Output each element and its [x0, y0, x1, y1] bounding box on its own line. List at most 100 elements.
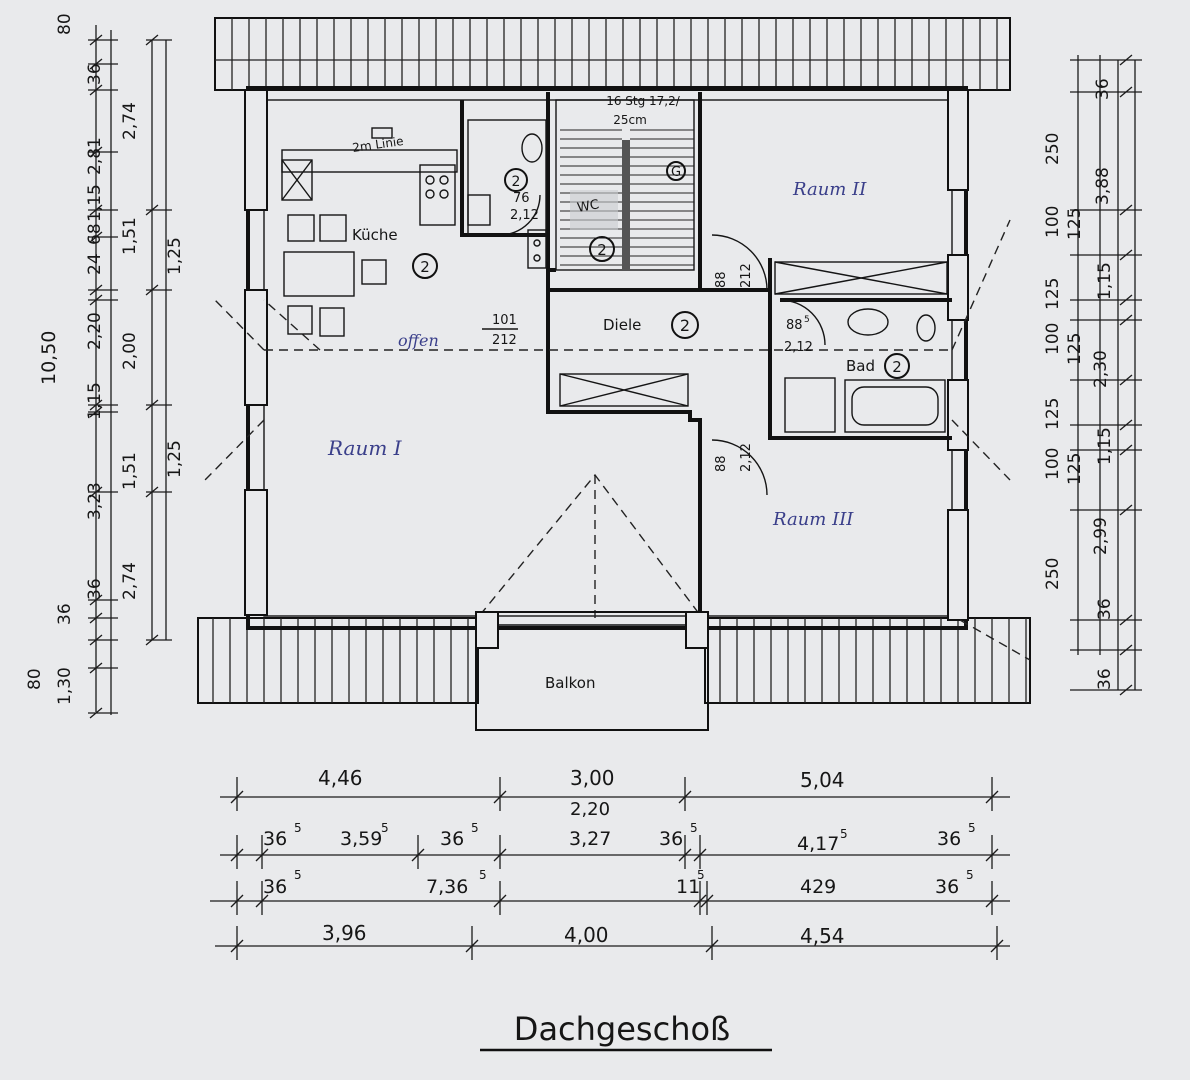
door-labels: 101 212 76 2,12 88 5 2,12 88 212 88 2,12 — [482, 191, 813, 472]
hall-cabinet — [559, 373, 689, 407]
door-raum3-height: 2,12 — [739, 443, 754, 472]
label-kueche: Küche — [352, 226, 398, 244]
dim-right-inner-5: 100 — [1043, 448, 1063, 480]
dim-right-inner-4: 125 — [1043, 398, 1063, 430]
dim-right-inner-0: 250 — [1043, 133, 1063, 165]
dim-b4-1: 4,00 — [564, 923, 609, 947]
dim-b1-sub: 2,20 — [570, 799, 610, 820]
outer-walls — [244, 86, 969, 630]
dim-left-outer-1: 36 — [85, 63, 105, 85]
label-bad: Bad — [846, 357, 875, 375]
dim-right-inner-2: 125 — [1043, 278, 1063, 310]
dim-left-outer-11: 80 — [25, 668, 45, 690]
dim-b2-sup-2: 5 — [471, 821, 479, 835]
door-swings — [499, 194, 826, 496]
stair-marker-g: G — [671, 165, 681, 180]
plan-title: Dachgeschoß — [514, 1010, 730, 1048]
dim-left-outer-9: 36 — [85, 578, 105, 600]
door-bad-width-sup: 5 — [804, 315, 810, 325]
dim-b2-1: 3,59 — [340, 828, 382, 850]
dim-b3-sup-0: 5 — [294, 868, 302, 882]
dim-b1-1: 3,00 — [570, 766, 615, 790]
label-wc: WC — [576, 197, 600, 216]
dim-right-outer-4: 1,15 — [1095, 427, 1115, 465]
staircase: G 16 Stg 17,2/ 25cm — [555, 94, 695, 271]
marker-stairs: 2 — [597, 241, 607, 259]
dim-right-mid-2: 125 — [1065, 453, 1085, 485]
dim-left-total: 10,50 — [38, 331, 60, 385]
door-kueche-height: 212 — [492, 333, 517, 348]
label-diele: Diele — [603, 316, 641, 334]
roof-hatching-top — [214, 17, 1011, 91]
dim-right-mid-0: 125 — [1065, 208, 1085, 240]
marker-kueche: 2 — [420, 258, 430, 276]
dim-right-mid-1: 125 — [1065, 333, 1085, 365]
dim-left-outer-10: 36 — [55, 603, 75, 625]
interior-walls — [460, 92, 952, 628]
dim-b2-sup-0: 5 — [294, 821, 302, 835]
label-raum-2: Raum II — [792, 179, 867, 200]
dim-left-outer-5: 24 — [85, 253, 105, 275]
dim-right-outer-5: 2,99 — [1091, 517, 1111, 555]
dim-b2-sup-3: 5 — [690, 821, 698, 835]
dim-left-outer-0: 80 — [55, 13, 75, 35]
dim-right-inner-3: 100 — [1043, 323, 1063, 355]
dim-b2-4: 36 — [659, 828, 683, 850]
door-raum3-width: 88 — [714, 455, 729, 472]
dim-left-outer-2: 2,81 — [85, 137, 105, 175]
dim-left-outer-4: 68 — [85, 223, 105, 245]
label-offen: offen — [398, 331, 439, 350]
dim-right-outer-0: 36 — [1093, 78, 1113, 100]
bath-fixtures — [774, 261, 948, 433]
wc-fixtures — [467, 119, 547, 269]
dim-b2-sup-4: 5 — [840, 827, 848, 841]
door-kueche-width: 101 — [492, 313, 517, 328]
dim-left-outer-3: 1,15 — [85, 184, 105, 222]
dim-b2-5: 4,17 — [797, 833, 839, 855]
dim-b3-sup-1: 5 — [479, 868, 487, 882]
dim-left-outer-6: 2,20 — [85, 312, 105, 350]
dim-b2-3: 3,27 — [569, 828, 611, 850]
dim-right-inner-1: 100 — [1043, 206, 1063, 238]
dim-b3-sup-3: 5 — [966, 868, 974, 882]
dims-bottom: 4,46 3,00 5,04 2,20 36 3,59 36 3,27 36 4… — [210, 766, 1010, 960]
door-bad-height: 2,12 — [784, 340, 813, 355]
dim-b3-1: 7,36 — [426, 876, 468, 898]
roof-hatching-bottom — [197, 617, 1031, 704]
dim-b3-sup-2: 5 — [697, 868, 705, 882]
dim-b3-0: 36 — [263, 876, 287, 898]
dim-b2-0: 36 — [263, 828, 287, 850]
dim-b3-3: 429 — [800, 876, 836, 898]
dim-right-outer-6: 36 — [1095, 598, 1115, 620]
zeile-note: 2m Linie — [351, 134, 404, 155]
dim-left-mid-3: 1,51 — [120, 452, 140, 490]
door-bad-width: 88 — [786, 318, 803, 333]
door-wc-height: 2,12 — [510, 208, 539, 223]
marker-bad: 2 — [892, 358, 902, 376]
dim-b1-2: 5,04 — [800, 768, 845, 792]
dim-right-outer-3: 2,30 — [1091, 350, 1111, 388]
stair-note: 16 Stg 17,2/ — [606, 94, 681, 108]
dims-right: 250100125100125100250125125125363,881,15… — [1043, 54, 1142, 696]
dim-b2-sup-1: 5 — [381, 821, 389, 835]
door-raum2-width: 88 — [714, 271, 729, 288]
dim-left-mid-2: 2,00 — [120, 332, 140, 370]
room-markers: 2 2 2 2 2 — [412, 168, 910, 379]
dim-left-mid-1: 1,51 — [120, 217, 140, 255]
dim-left-outer-12: 1,30 — [55, 667, 75, 705]
label-balkon: Balkon — [545, 674, 596, 692]
dim-b2-sup-5: 5 — [968, 821, 976, 835]
dim-left-inner-0: 1,25 — [165, 237, 185, 275]
dim-right-inner-6: 250 — [1043, 558, 1063, 590]
label-raum-3: Raum III — [772, 509, 854, 530]
dim-right-outer-7: 36 — [1095, 668, 1115, 690]
dim-left-mid-4: 2,74 — [120, 562, 140, 600]
dim-b1-0: 4,46 — [318, 766, 363, 790]
door-raum2-height: 212 — [739, 263, 754, 288]
label-raum-1: Raum I — [327, 436, 403, 460]
dim-b4-0: 3,96 — [322, 921, 367, 945]
roof-slope-lines — [204, 219, 1031, 661]
kitchen-fixtures — [281, 127, 458, 337]
